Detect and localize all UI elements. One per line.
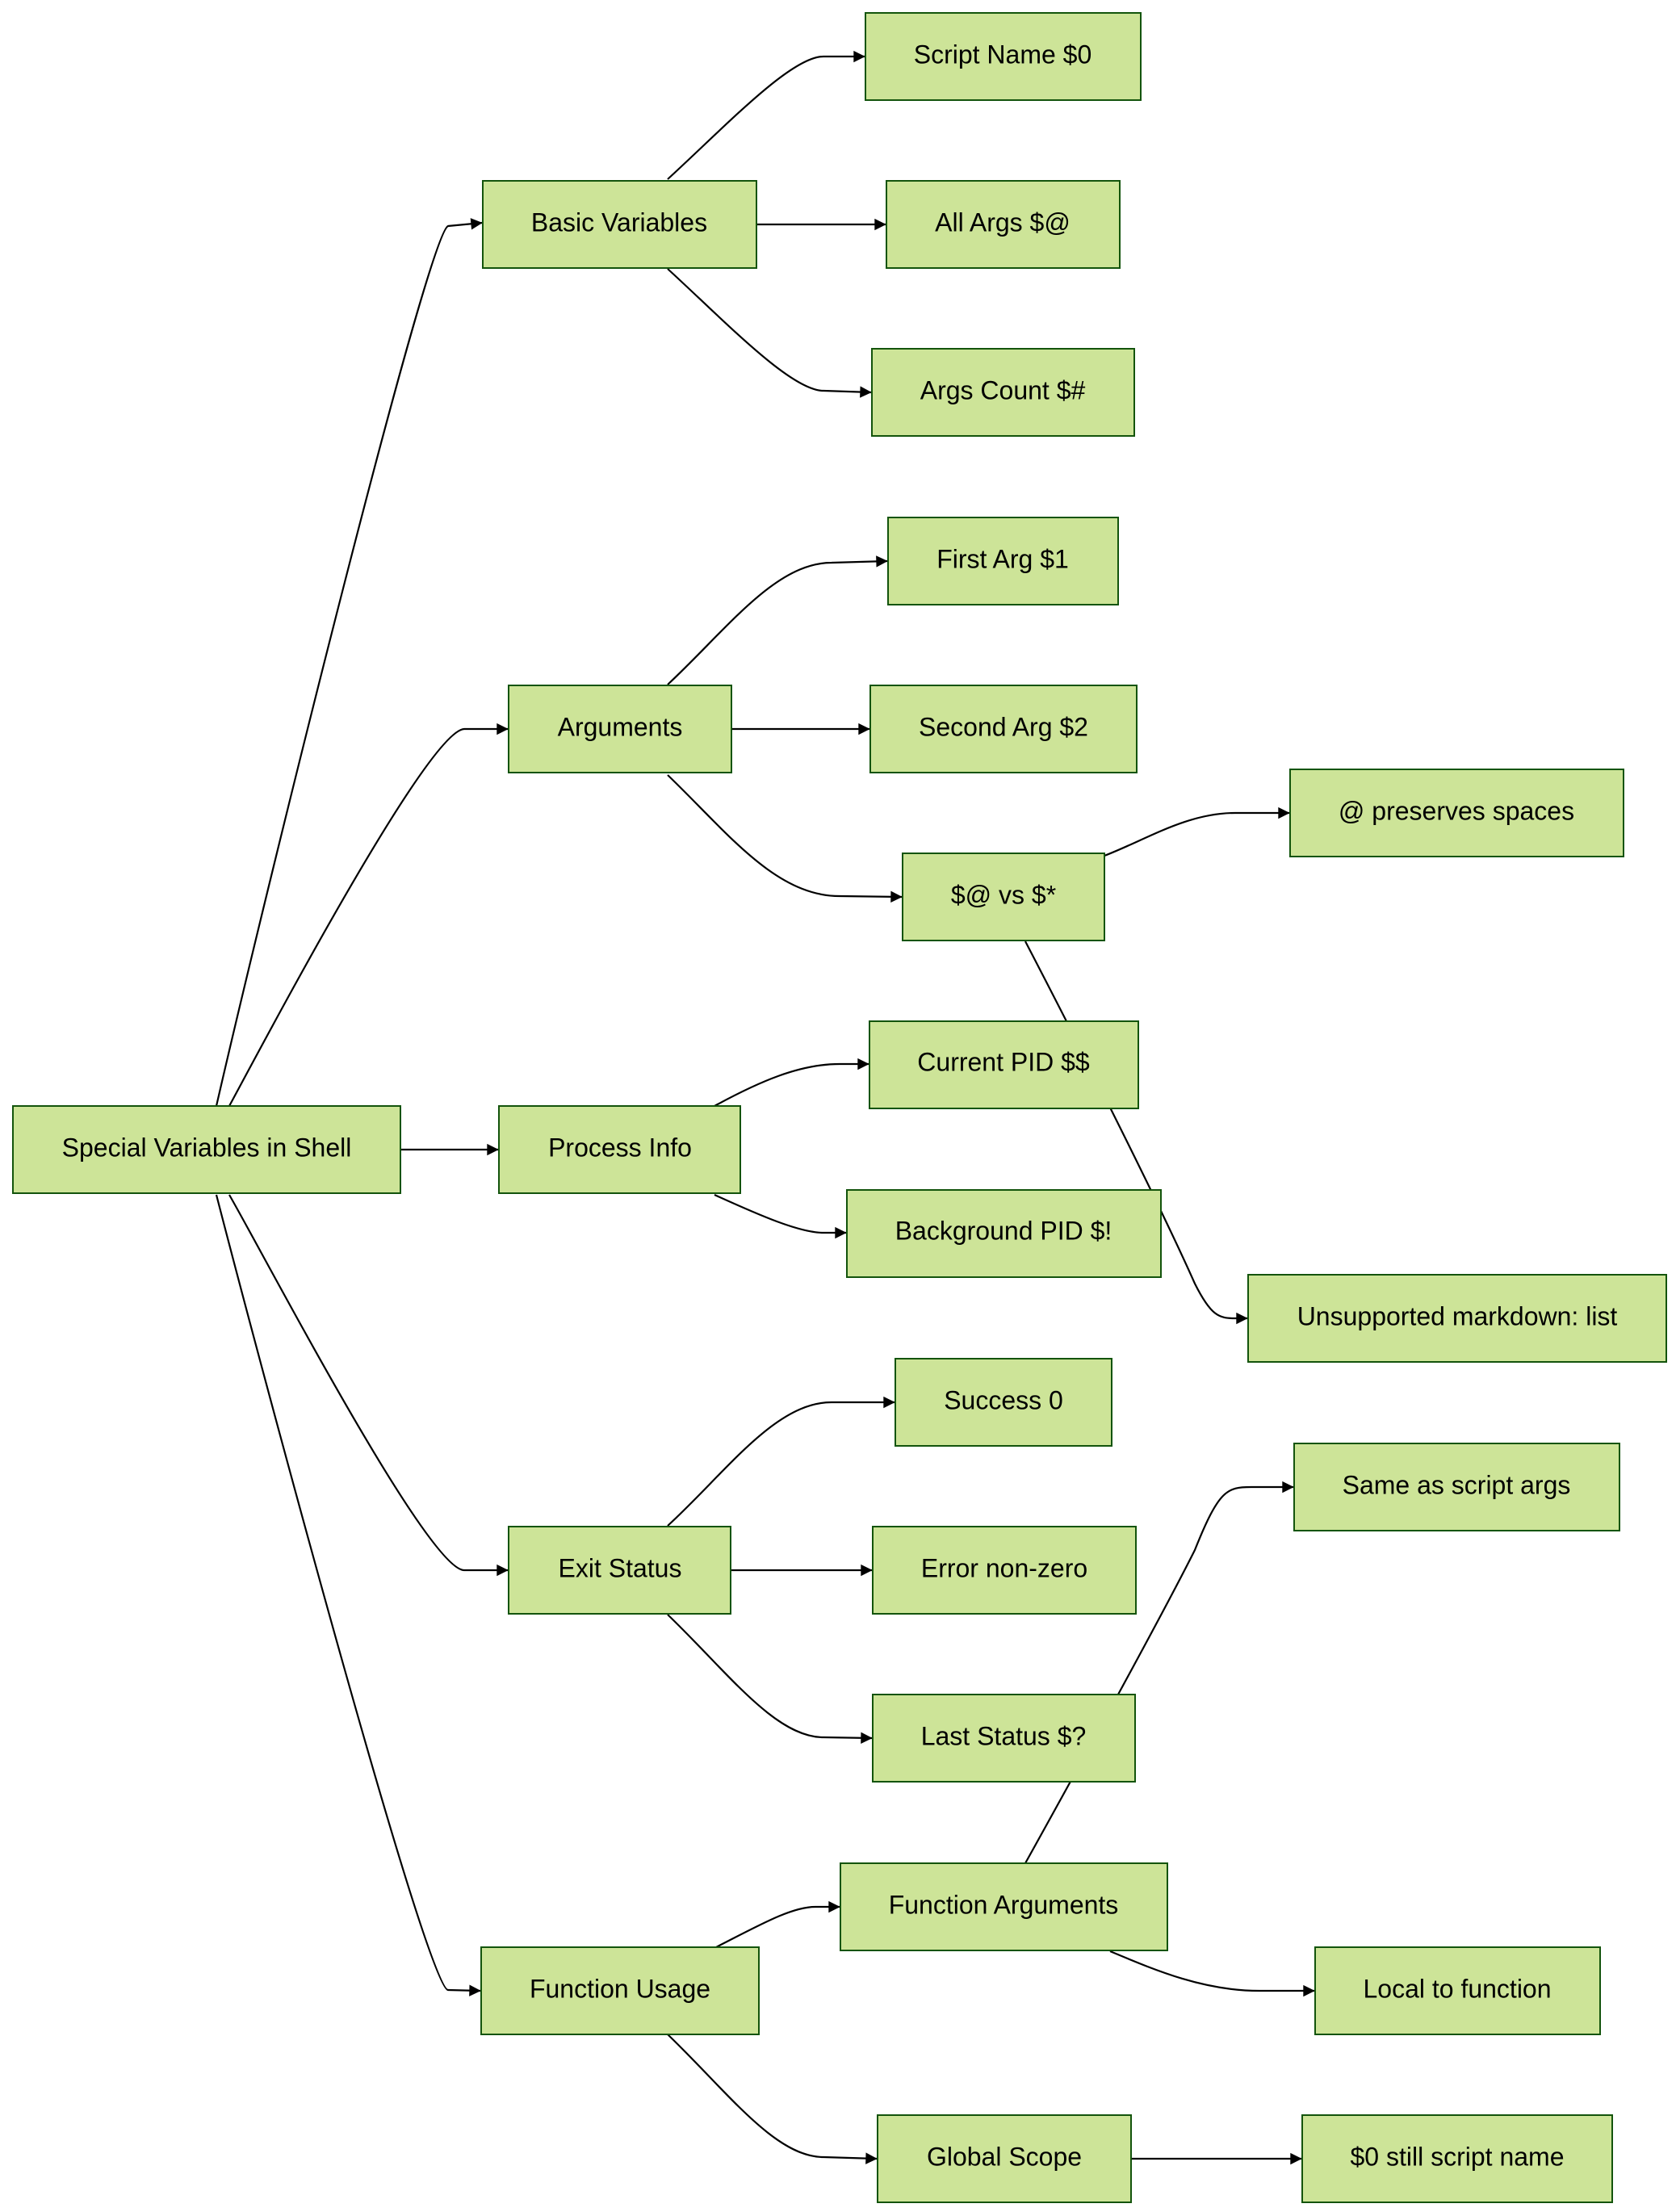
edge-root-function-usage bbox=[215, 1194, 481, 1996]
edge-basic-args-count bbox=[667, 268, 872, 398]
node-root[interactable]: Special Variables in Shell bbox=[12, 1105, 401, 1194]
node-label: Arguments bbox=[558, 712, 683, 741]
node-label: $0 still script name bbox=[1351, 2142, 1565, 2171]
node-background-pid[interactable]: Background PID $! bbox=[846, 1189, 1162, 1278]
node-arguments[interactable]: Arguments bbox=[508, 685, 732, 773]
node-label: Function Arguments bbox=[889, 1890, 1119, 1919]
node-label: All Args $@ bbox=[935, 207, 1071, 237]
node-function-usage[interactable]: Function Usage bbox=[480, 1946, 760, 2035]
node-last-status[interactable]: Last Status $? bbox=[872, 1694, 1136, 1783]
edge-basic-script-name bbox=[667, 50, 865, 180]
node-first-arg[interactable]: First Arg $1 bbox=[887, 517, 1119, 605]
node-label: Error non-zero bbox=[921, 1553, 1087, 1582]
edge-function-arguments-same-as-script-args bbox=[1024, 1481, 1294, 1864]
edges bbox=[215, 50, 1315, 2165]
edge-at-vs-star-preserves-spaces bbox=[1104, 806, 1290, 857]
node-label: Exit Status bbox=[559, 1553, 682, 1582]
node-exit-status[interactable]: Exit Status bbox=[508, 1526, 731, 1615]
node-still-script-name[interactable]: $0 still script name bbox=[1301, 2114, 1613, 2203]
node-label: Last Status $? bbox=[921, 1721, 1087, 1750]
edge-function-arguments-local-to-function bbox=[1109, 1950, 1315, 1997]
node-function-arguments[interactable]: Function Arguments bbox=[840, 1862, 1168, 1951]
node-args-count[interactable]: Args Count $# bbox=[871, 348, 1135, 437]
node-preserves-spaces[interactable]: @ preserves spaces bbox=[1289, 769, 1624, 857]
node-label: Script Name $0 bbox=[914, 40, 1092, 69]
node-label: Success 0 bbox=[944, 1385, 1063, 1414]
node-label: Basic Variables bbox=[531, 207, 707, 237]
node-same-as-script-args[interactable]: Same as script args bbox=[1293, 1443, 1620, 1531]
edge-root-basic bbox=[215, 218, 483, 1107]
node-label: Process Info bbox=[548, 1133, 692, 1162]
node-label: Local to function bbox=[1363, 1974, 1551, 2003]
node-second-arg[interactable]: Second Arg $2 bbox=[869, 685, 1138, 773]
edge-root-arguments bbox=[228, 723, 509, 1107]
node-local-to-function[interactable]: Local to function bbox=[1314, 1946, 1601, 2035]
node-label: $@ vs $* bbox=[951, 880, 1056, 909]
edge-function-usage-function-arguments bbox=[714, 1900, 840, 1949]
node-current-pid[interactable]: Current PID $$ bbox=[869, 1020, 1139, 1109]
node-all-args[interactable]: All Args $@ bbox=[886, 180, 1121, 269]
node-label: Unsupported markdown: list bbox=[1297, 1301, 1618, 1330]
node-basic-variables[interactable]: Basic Variables bbox=[482, 180, 757, 269]
node-label: First Arg $1 bbox=[936, 544, 1069, 573]
node-label: Background PID $! bbox=[895, 1216, 1112, 1245]
node-label: Args Count $# bbox=[920, 375, 1086, 404]
edge-function-usage-global-scope bbox=[667, 2034, 878, 2164]
node-process-info[interactable]: Process Info bbox=[498, 1105, 741, 1194]
node-label: Second Arg $2 bbox=[919, 712, 1088, 741]
node-label: Current PID $$ bbox=[917, 1047, 1090, 1076]
nodes: Special Variables in Shell Basic Variabl… bbox=[12, 12, 1667, 2203]
node-error-nonzero[interactable]: Error non-zero bbox=[872, 1526, 1137, 1615]
node-success[interactable]: Success 0 bbox=[895, 1358, 1112, 1447]
edge-arguments-first-arg bbox=[667, 555, 888, 685]
node-script-name[interactable]: Script Name $0 bbox=[865, 12, 1142, 101]
edge-process-info-current-pid bbox=[714, 1058, 869, 1107]
edge-exit-status-last-status bbox=[667, 1614, 873, 1745]
node-label: Global Scope bbox=[927, 2142, 1082, 2171]
node-label: Function Usage bbox=[530, 1974, 710, 2003]
edge-process-info-background-pid bbox=[714, 1193, 847, 1239]
node-label: @ preserves spaces bbox=[1339, 796, 1574, 825]
node-at-vs-star[interactable]: $@ vs $* bbox=[902, 853, 1105, 941]
node-global-scope[interactable]: Global Scope bbox=[877, 2114, 1132, 2203]
node-label: Same as script args bbox=[1343, 1470, 1571, 1499]
node-unsupported-markdown[interactable]: Unsupported markdown: list bbox=[1247, 1274, 1667, 1363]
edge-root-exit-status bbox=[228, 1194, 509, 1577]
edge-arguments-at-vs-star bbox=[667, 774, 903, 903]
edge-exit-status-success bbox=[667, 1396, 895, 1527]
node-label: Special Variables in Shell bbox=[62, 1133, 352, 1162]
